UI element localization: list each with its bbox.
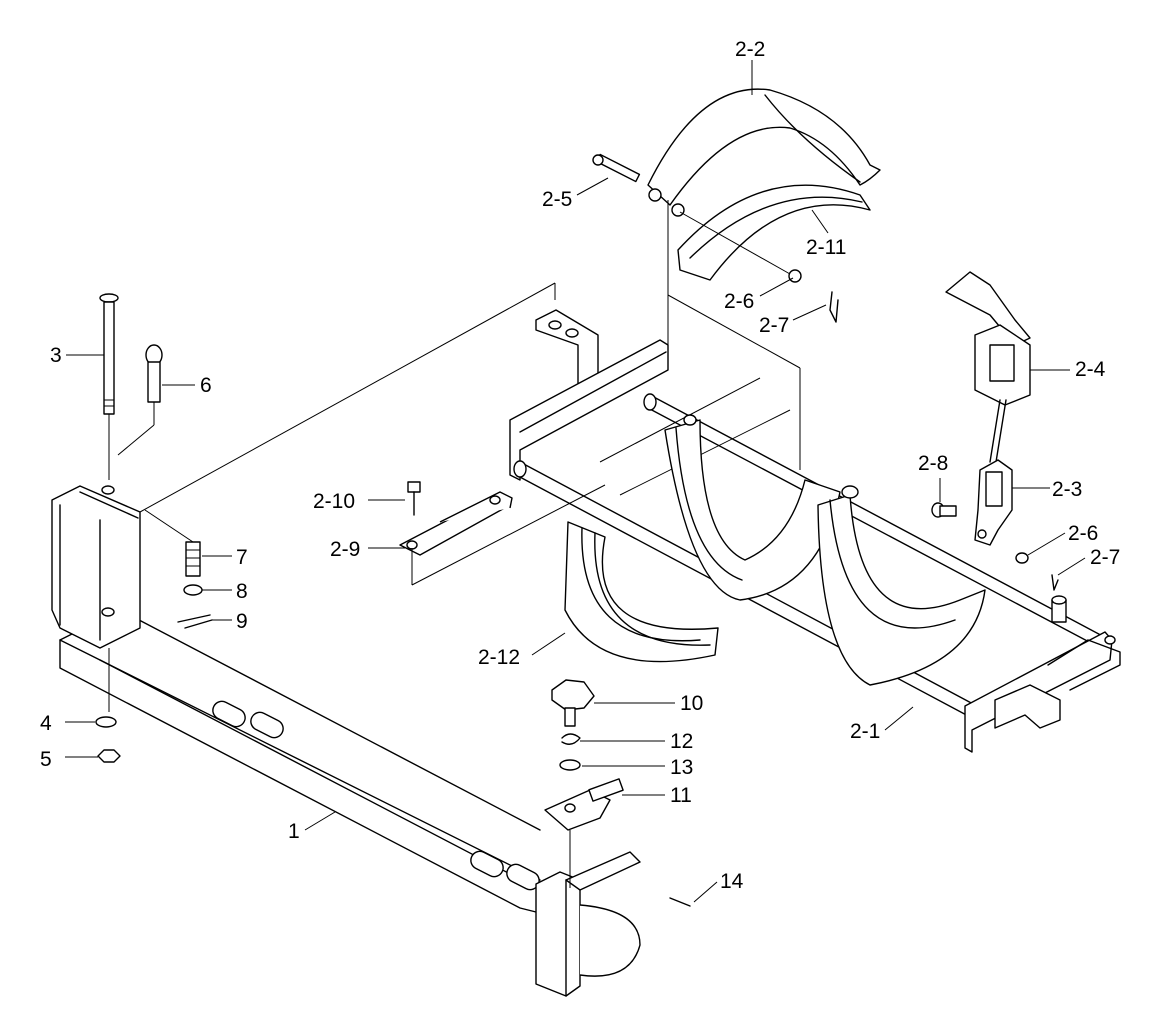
callout-2-4: 2-4 xyxy=(1075,358,1106,381)
callout-2-7-right: 2-7 xyxy=(1090,546,1120,569)
pin-6 xyxy=(117,344,163,456)
callout-2-1: 2-1 xyxy=(850,720,880,743)
rear-bracket xyxy=(535,309,599,396)
bolt-2-10 xyxy=(407,481,421,516)
strap-2-11 xyxy=(677,184,871,281)
callout-4: 4 xyxy=(40,712,52,735)
callout-7: 7 xyxy=(236,546,248,569)
callout-2-3: 2-3 xyxy=(1052,478,1082,501)
callout-3: 3 xyxy=(50,344,62,367)
washer-4 xyxy=(95,716,117,728)
callout-2-12: 2-12 xyxy=(478,646,520,669)
callout-14: 14 xyxy=(720,870,744,893)
callout-2-5: 2-5 xyxy=(542,188,572,211)
washer-8 xyxy=(183,584,203,596)
callout-5: 5 xyxy=(40,748,52,771)
callout-2-9: 2-9 xyxy=(330,538,360,561)
callout-9: 9 xyxy=(236,610,248,633)
callout-labels: 2-2 2-5 2-11 2-6 2-7 3 6 2-4 2-8 2-3 2-1… xyxy=(40,38,1120,893)
callout-2-2: 2-2 xyxy=(735,38,765,61)
cradle-straps xyxy=(664,414,986,686)
callout-6: 6 xyxy=(200,374,212,397)
callout-2-8: 2-8 xyxy=(918,452,948,475)
base-frame xyxy=(51,282,641,997)
cotter-pin-2-7-top xyxy=(829,291,839,323)
washer-13 xyxy=(559,759,581,771)
callout-10: 10 xyxy=(680,692,703,715)
holder-2-4 xyxy=(945,271,1031,463)
cotter-pin-2-7-right xyxy=(1051,574,1059,591)
callout-13: 13 xyxy=(670,756,693,779)
link-2-3 xyxy=(974,459,1013,546)
pin-2-5 xyxy=(592,153,802,283)
bolt-3 xyxy=(99,293,119,480)
bolt-2-8 xyxy=(931,502,957,518)
callout-11: 11 xyxy=(670,784,692,807)
callout-2-6: 2-6 xyxy=(724,290,754,313)
spring-7 xyxy=(144,509,201,577)
knob-10 xyxy=(551,679,595,727)
clip-12 xyxy=(561,733,581,745)
strap-2-2 xyxy=(647,88,881,206)
strap-2-12 xyxy=(564,521,719,663)
washer-2-6-right xyxy=(1015,552,1029,564)
leader-lines xyxy=(65,60,1086,903)
callout-2-7: 2-7 xyxy=(759,314,789,337)
callout-2-10: 2-10 xyxy=(313,490,355,513)
callout-2-11: 2-11 xyxy=(806,236,846,259)
callout-1: 1 xyxy=(288,820,300,843)
bracket-2-9 xyxy=(399,484,606,586)
callout-12: 12 xyxy=(670,730,693,753)
pin-14 xyxy=(669,897,691,907)
callout-2-6-right: 2-6 xyxy=(1068,522,1098,545)
nut-5 xyxy=(97,749,121,763)
plate-11 xyxy=(544,778,624,888)
cotter-pin-9 xyxy=(177,614,213,629)
callout-8: 8 xyxy=(236,580,248,603)
